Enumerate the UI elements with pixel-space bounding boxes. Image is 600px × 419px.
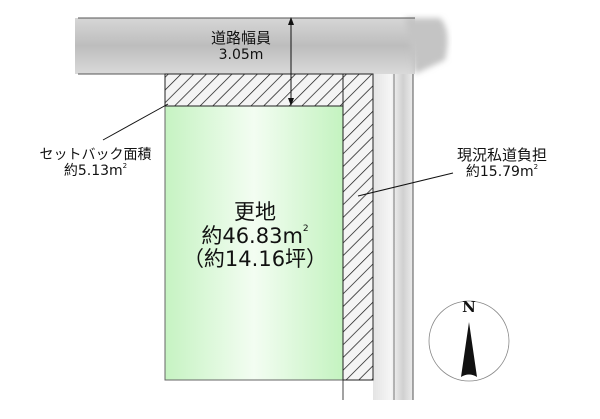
lot-tsubo-value: （約14.16坪） — [182, 247, 328, 272]
road-width-label: 道路幅員 3.05m — [196, 29, 286, 64]
private-road-area — [342, 73, 374, 381]
private-road-label: 現況私道負担 約15.79m2 — [442, 146, 562, 181]
setback-area-value: 約5.13m2 — [63, 162, 128, 180]
private-road-title: 現況私道負担 — [456, 146, 547, 164]
setback-title: セットバック面積 — [39, 147, 152, 163]
lot-title: 更地 — [234, 200, 276, 224]
north-label: N — [462, 298, 476, 316]
north-compass-icon — [428, 300, 510, 382]
setback-leader-line — [102, 103, 169, 141]
lot-label: 更地 約46.83m2 （約14.16坪） — [170, 200, 340, 272]
vacant-lot — [164, 105, 344, 381]
private-road-leader-line — [357, 172, 454, 197]
setback-label: セットバック面積 約5.13m2 — [28, 147, 163, 179]
private-road-area-value: 約15.79m2 — [465, 163, 539, 181]
road-width-title: 道路幅員 — [210, 29, 271, 47]
road-width-value: 3.05m — [218, 47, 264, 64]
side-road — [342, 74, 414, 400]
setback-area — [164, 73, 344, 107]
lot-area-value: 約46.83m2 — [201, 223, 309, 248]
front-road — [75, 17, 448, 75]
road-width-arrow — [288, 17, 294, 106]
